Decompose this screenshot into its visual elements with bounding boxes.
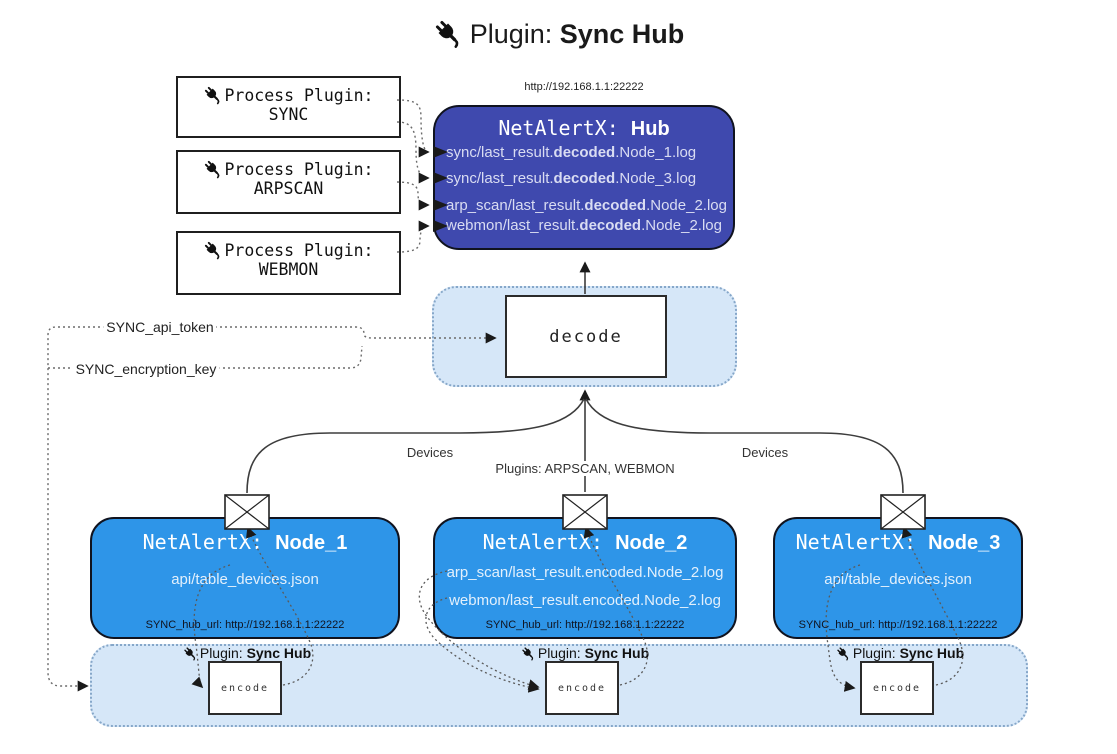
encode-box-3: encode bbox=[860, 661, 934, 715]
plug-icon bbox=[433, 18, 464, 49]
devices-right-label: Devices bbox=[738, 445, 792, 460]
page-title-prefix: Plugin: bbox=[469, 19, 560, 49]
process-plugin-webmon-name: WEBMON bbox=[258, 260, 319, 279]
devices-left-label: Devices bbox=[403, 445, 457, 460]
hub-title-bold: Hub bbox=[630, 118, 670, 140]
sync-hub-plugin-label-3: Plugin: Sync Hub bbox=[836, 645, 964, 661]
sync-hub-plugin-label-1: Plugin: Sync Hub bbox=[183, 645, 311, 661]
process-plugin-arpscan-line1: Process Plugin: bbox=[178, 159, 399, 179]
node-2-title: NetAlertX: Node_2 bbox=[482, 530, 688, 554]
process-plugin-arpscan-label: Process Plugin: bbox=[224, 160, 374, 179]
plug-icon bbox=[203, 159, 223, 179]
node-3-file: api/table_devices.json bbox=[824, 571, 972, 588]
envelope-icon bbox=[224, 494, 270, 530]
envelope-icon bbox=[880, 494, 926, 530]
process-plugin-arpscan-box: Process Plugin: ARPSCAN bbox=[176, 150, 401, 214]
hub-title-prefix: NetAlertX: bbox=[498, 116, 631, 140]
node-3-hub-url: SYNC_hub_url: http://192.168.1.1:22222 bbox=[798, 619, 998, 631]
decode-box: decode bbox=[505, 295, 667, 378]
plug-icon bbox=[203, 240, 223, 260]
decode-label: decode bbox=[549, 326, 623, 347]
page-title: Plugin: Sync Hub bbox=[0, 18, 1117, 50]
node-1-hub-url: SYNC_hub_url: http://192.168.1.1:22222 bbox=[145, 619, 345, 631]
plugin-to-hub-wires bbox=[396, 99, 430, 253]
sync-api-token-label: SYNC_api_token bbox=[103, 319, 217, 335]
process-plugin-sync-line1: Process Plugin: bbox=[178, 85, 399, 105]
plugins-center-label: Plugins: ARPSCAN, WEBMON bbox=[492, 461, 678, 476]
process-plugin-sync-label: Process Plugin: bbox=[224, 86, 374, 105]
encode-box-1: encode bbox=[208, 661, 282, 715]
plug-icon bbox=[836, 646, 851, 661]
node-2-box: NetAlertX: Node_2 arp_scan/last_result.e… bbox=[433, 517, 737, 639]
hub-url: http://192.168.1.1:22222 bbox=[524, 81, 644, 93]
process-plugin-arpscan-name: ARPSCAN bbox=[253, 179, 324, 198]
plug-icon bbox=[203, 85, 223, 105]
process-plugin-webmon-line1: Process Plugin: bbox=[178, 240, 399, 260]
node-2-file: arp_scan/last_result.encoded.Node_2.log bbox=[446, 564, 724, 581]
hub-title: NetAlertX: Hub bbox=[435, 116, 733, 141]
hub-log-line: webmon/last_result.decoded.Node_2.log bbox=[446, 217, 722, 234]
node-3-title: NetAlertX: Node_3 bbox=[795, 530, 1001, 554]
node-to-decode-wires bbox=[246, 389, 904, 494]
hub-box: NetAlertX: Hub sync/last_result.decoded.… bbox=[433, 105, 735, 250]
node-2-hub-url: SYNC_hub_url: http://192.168.1.1:22222 bbox=[485, 619, 685, 631]
process-plugin-webmon-label: Process Plugin: bbox=[224, 241, 374, 260]
hub-log-line: arp_scan/last_result.decoded.Node_2.log bbox=[446, 197, 727, 214]
process-plugin-sync-box: Process Plugin: SYNC bbox=[176, 76, 401, 138]
process-plugin-webmon-box: Process Plugin: WEBMON bbox=[176, 231, 401, 295]
hub-log-line: sync/last_result.decoded.Node_3.log bbox=[446, 170, 697, 187]
hub-log-line: sync/last_result.decoded.Node_1.log bbox=[446, 144, 697, 161]
node-1-box: NetAlertX: Node_1 api/table_devices.json… bbox=[90, 517, 400, 639]
node-2-file: webmon/last_result.encoded.Node_2.log bbox=[449, 592, 721, 609]
node-1-title: NetAlertX: Node_1 bbox=[142, 530, 348, 554]
node-1-file: api/table_devices.json bbox=[171, 571, 319, 588]
envelope-icon bbox=[562, 494, 608, 530]
sync-encryption-key-label: SYNC_encryption_key bbox=[72, 361, 220, 377]
process-plugin-sync-name: SYNC bbox=[268, 105, 309, 124]
encode-box-2: encode bbox=[545, 661, 619, 715]
node-3-box: NetAlertX: Node_3 api/table_devices.json… bbox=[773, 517, 1023, 639]
page-title-bold: Sync Hub bbox=[559, 19, 685, 49]
sync-hub-plugin-label-2: Plugin: Sync Hub bbox=[521, 645, 649, 661]
plug-icon bbox=[521, 646, 536, 661]
plug-icon bbox=[183, 646, 198, 661]
